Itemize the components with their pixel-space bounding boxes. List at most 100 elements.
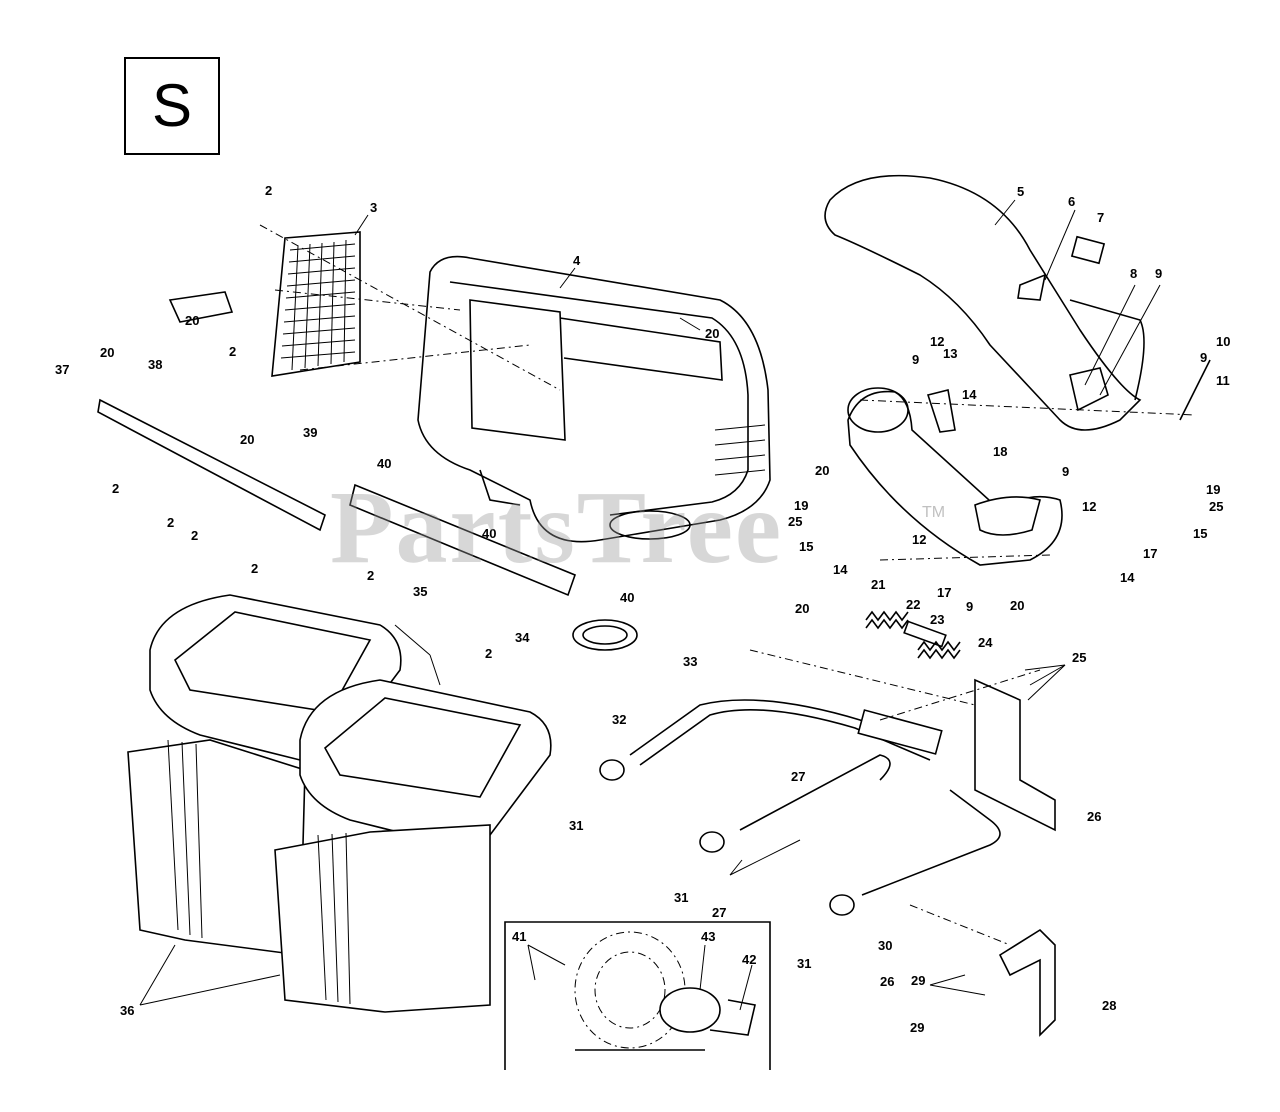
part-label: 40 — [482, 526, 496, 541]
bag-right — [274, 824, 491, 1013]
part-label: 31 — [674, 890, 688, 905]
part-label: 9 — [966, 599, 973, 614]
part-label: 2 — [485, 646, 492, 661]
part-label: 5 — [1017, 184, 1024, 199]
part-label: 9 — [1062, 464, 1069, 479]
seal-ring-34 — [572, 619, 638, 651]
part-label: 33 — [683, 654, 697, 669]
part-label: 2 — [251, 561, 258, 576]
part-label: 2 — [229, 344, 236, 359]
part-label: 2 — [265, 183, 272, 198]
part-label: 25 — [788, 514, 802, 529]
part-label: 29 — [911, 973, 925, 988]
bag-basket-right — [299, 679, 552, 847]
part-label: 39 — [303, 425, 317, 440]
part-label: 19 — [1206, 482, 1220, 497]
part-label: 8 — [1130, 266, 1137, 281]
part-label: 20 — [815, 463, 829, 478]
part-label: 14 — [833, 562, 848, 577]
part-label: 20 — [1010, 598, 1024, 613]
part-label: 15 — [1193, 526, 1207, 541]
spring-21 — [865, 610, 909, 630]
part-label: 27 — [712, 905, 726, 920]
part-label: 20 — [185, 313, 199, 328]
part-label: 4 — [573, 253, 581, 268]
part-label: 9 — [912, 352, 919, 367]
caps-31 — [599, 759, 855, 916]
part-label: 10 — [1216, 334, 1230, 349]
part-label: 36 — [120, 1003, 134, 1018]
part-label: 22 — [906, 597, 920, 612]
part-label: 14 — [1120, 570, 1135, 585]
part-labels: 2 3 4 5 6 7 8 9 10 9 11 20 20 20 38 37 2… — [55, 183, 1230, 1035]
part-label: 31 — [569, 818, 583, 833]
part-label: 24 — [978, 635, 993, 650]
part-label: 34 — [515, 630, 530, 645]
watermark: PartsTree — [330, 470, 784, 585]
part-label: 12 — [930, 334, 944, 349]
section-letter: S — [151, 72, 193, 139]
part-label: 37 — [55, 362, 69, 377]
part-label: 32 — [612, 712, 626, 727]
chute-flap-8 — [1069, 367, 1109, 412]
grille-screen — [271, 231, 361, 377]
bagger-housing — [417, 255, 771, 543]
part-label: 14 — [962, 387, 977, 402]
part-label: 31 — [797, 956, 811, 971]
part-label: 25 — [1072, 650, 1086, 665]
part-label: 29 — [910, 1020, 924, 1035]
part-label: 15 — [799, 539, 813, 554]
lever-13 — [926, 389, 956, 433]
part-label: 23 — [930, 612, 944, 627]
part-label: 12 — [1082, 499, 1096, 514]
part-label: 18 — [993, 444, 1007, 459]
rail-37 — [97, 398, 326, 532]
part-label: 9 — [1155, 266, 1162, 281]
part-label: 42 — [742, 952, 756, 967]
part-label: 13 — [943, 346, 957, 361]
part-label: 27 — [791, 769, 805, 784]
bracket-28 — [998, 928, 1056, 1037]
part-label: 20 — [100, 345, 114, 360]
part-label: 26 — [1087, 809, 1101, 824]
part-label: 35 — [413, 584, 427, 599]
part-label: 3 — [370, 200, 377, 215]
part-label: 40 — [620, 590, 634, 605]
spring-23 — [917, 640, 961, 660]
part-label: 20 — [240, 432, 254, 447]
part-label: 9 — [1200, 350, 1207, 365]
shaft-22 — [903, 620, 947, 648]
part-label: 17 — [937, 585, 951, 600]
bag-frame-32 — [629, 699, 1001, 896]
part-label: 41 — [512, 929, 526, 944]
part-label: 19 — [794, 498, 808, 513]
part-label: 25 — [1209, 499, 1223, 514]
latch-7 — [1070, 235, 1106, 265]
assembly-centerlines — [259, 224, 1196, 946]
part-label: 40 — [377, 456, 391, 471]
part-label: 21 — [871, 577, 885, 592]
part-label: 11 — [1216, 373, 1230, 388]
deflector-39 — [349, 483, 577, 597]
part-label: 20 — [795, 601, 809, 616]
bag-left — [127, 739, 306, 956]
part-label: 43 — [701, 929, 715, 944]
part-label: 2 — [167, 515, 174, 530]
part-label: 26 — [880, 974, 894, 989]
leader-lines — [139, 199, 1161, 1011]
pin-10 — [1179, 359, 1211, 421]
bracket-24 — [974, 678, 1056, 832]
part-label: 7 — [1097, 210, 1104, 225]
part-label: 17 — [1143, 546, 1157, 561]
watermark-tm: TM — [922, 504, 946, 521]
part-label: 6 — [1068, 194, 1075, 209]
part-label: 2 — [367, 568, 374, 583]
section-box: S — [124, 57, 220, 155]
blower-housing — [847, 387, 1063, 566]
part-label: 20 — [705, 326, 719, 341]
part-label: 30 — [878, 938, 892, 953]
part-label: 28 — [1102, 998, 1116, 1013]
wheel-inset — [504, 921, 771, 1070]
bracket-38 — [168, 291, 234, 323]
